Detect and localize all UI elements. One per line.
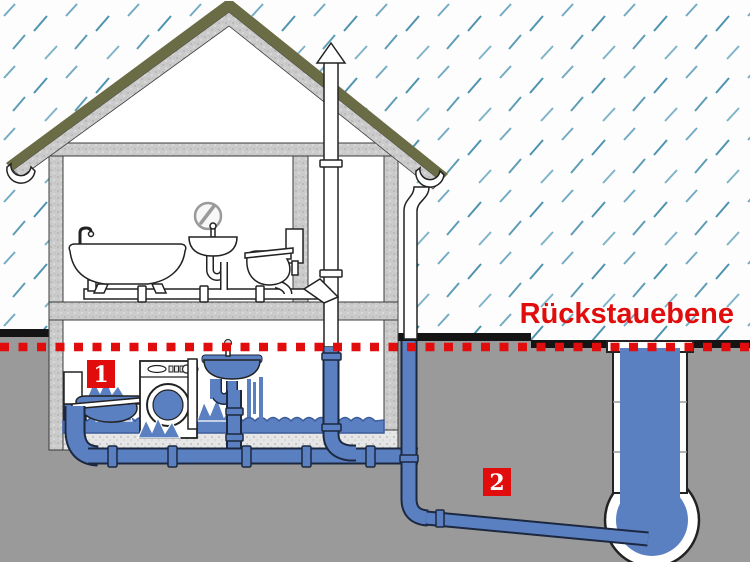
marker-1: 1 xyxy=(87,360,115,388)
sewage-pipes xyxy=(64,341,649,547)
gutter-left xyxy=(6,162,36,184)
bathroom xyxy=(68,201,340,304)
backflow-level-label: Rückstauebene xyxy=(520,298,734,330)
detergent-drawer xyxy=(147,364,167,374)
splash xyxy=(137,416,181,439)
street-surface xyxy=(0,329,750,348)
gable xyxy=(51,20,392,156)
bathtub-faucet-icon xyxy=(78,226,93,244)
vent-arrow-icon xyxy=(315,41,347,64)
ceiling-band xyxy=(48,142,399,157)
washbasin xyxy=(188,222,238,290)
marker-2: 2 xyxy=(483,468,511,496)
marker-1-number: 1 xyxy=(93,362,108,388)
floor-band xyxy=(48,301,399,321)
wall-mirror xyxy=(193,201,223,231)
manhole-shaft xyxy=(606,340,694,508)
stack-branch-fitting xyxy=(302,278,340,304)
standpipe xyxy=(187,358,198,430)
basement-sink xyxy=(187,339,263,450)
downspout xyxy=(403,186,430,340)
toilet xyxy=(244,228,304,295)
gutter-right xyxy=(415,166,445,188)
bathtub xyxy=(68,226,187,294)
marker-2-number: 2 xyxy=(489,470,504,496)
